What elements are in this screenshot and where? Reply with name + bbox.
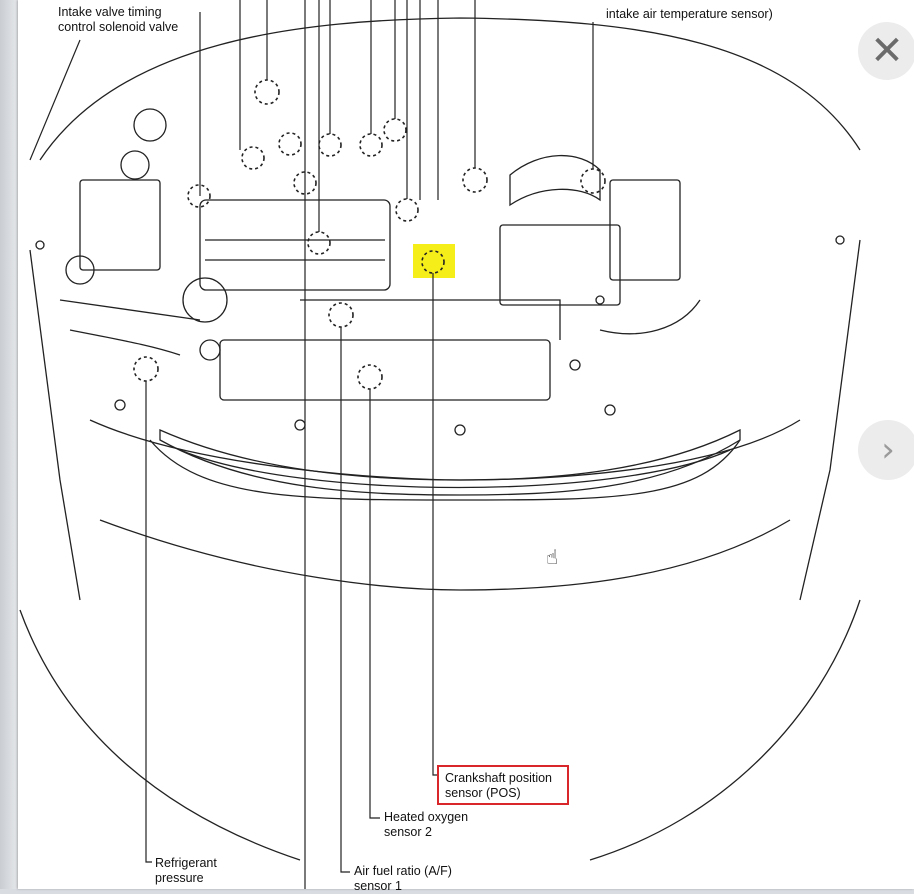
next-button[interactable]: ›	[858, 420, 914, 480]
label-crankshaft: Crankshaft position sensor (POS)	[445, 771, 553, 800]
crankshaft-callout: Crankshaft position sensor (POS)	[437, 765, 569, 805]
label-air-fuel: Air fuel ratio (A/F) sensor 1	[354, 864, 452, 893]
label-intake-valve: Intake valve timing control solenoid val…	[58, 5, 179, 34]
label-heated-oxygen: Heated oxygen sensor 2	[384, 810, 469, 839]
close-icon: ✕	[870, 28, 904, 74]
label-refrigerant: Refrigerant pressure	[155, 856, 217, 885]
chevron-right-icon: ›	[881, 430, 895, 470]
hand-pointer-icon: ☝	[546, 545, 559, 569]
close-button[interactable]: ✕	[858, 22, 914, 80]
label-intake-air-temp: intake air temperature sensor)	[606, 7, 773, 21]
